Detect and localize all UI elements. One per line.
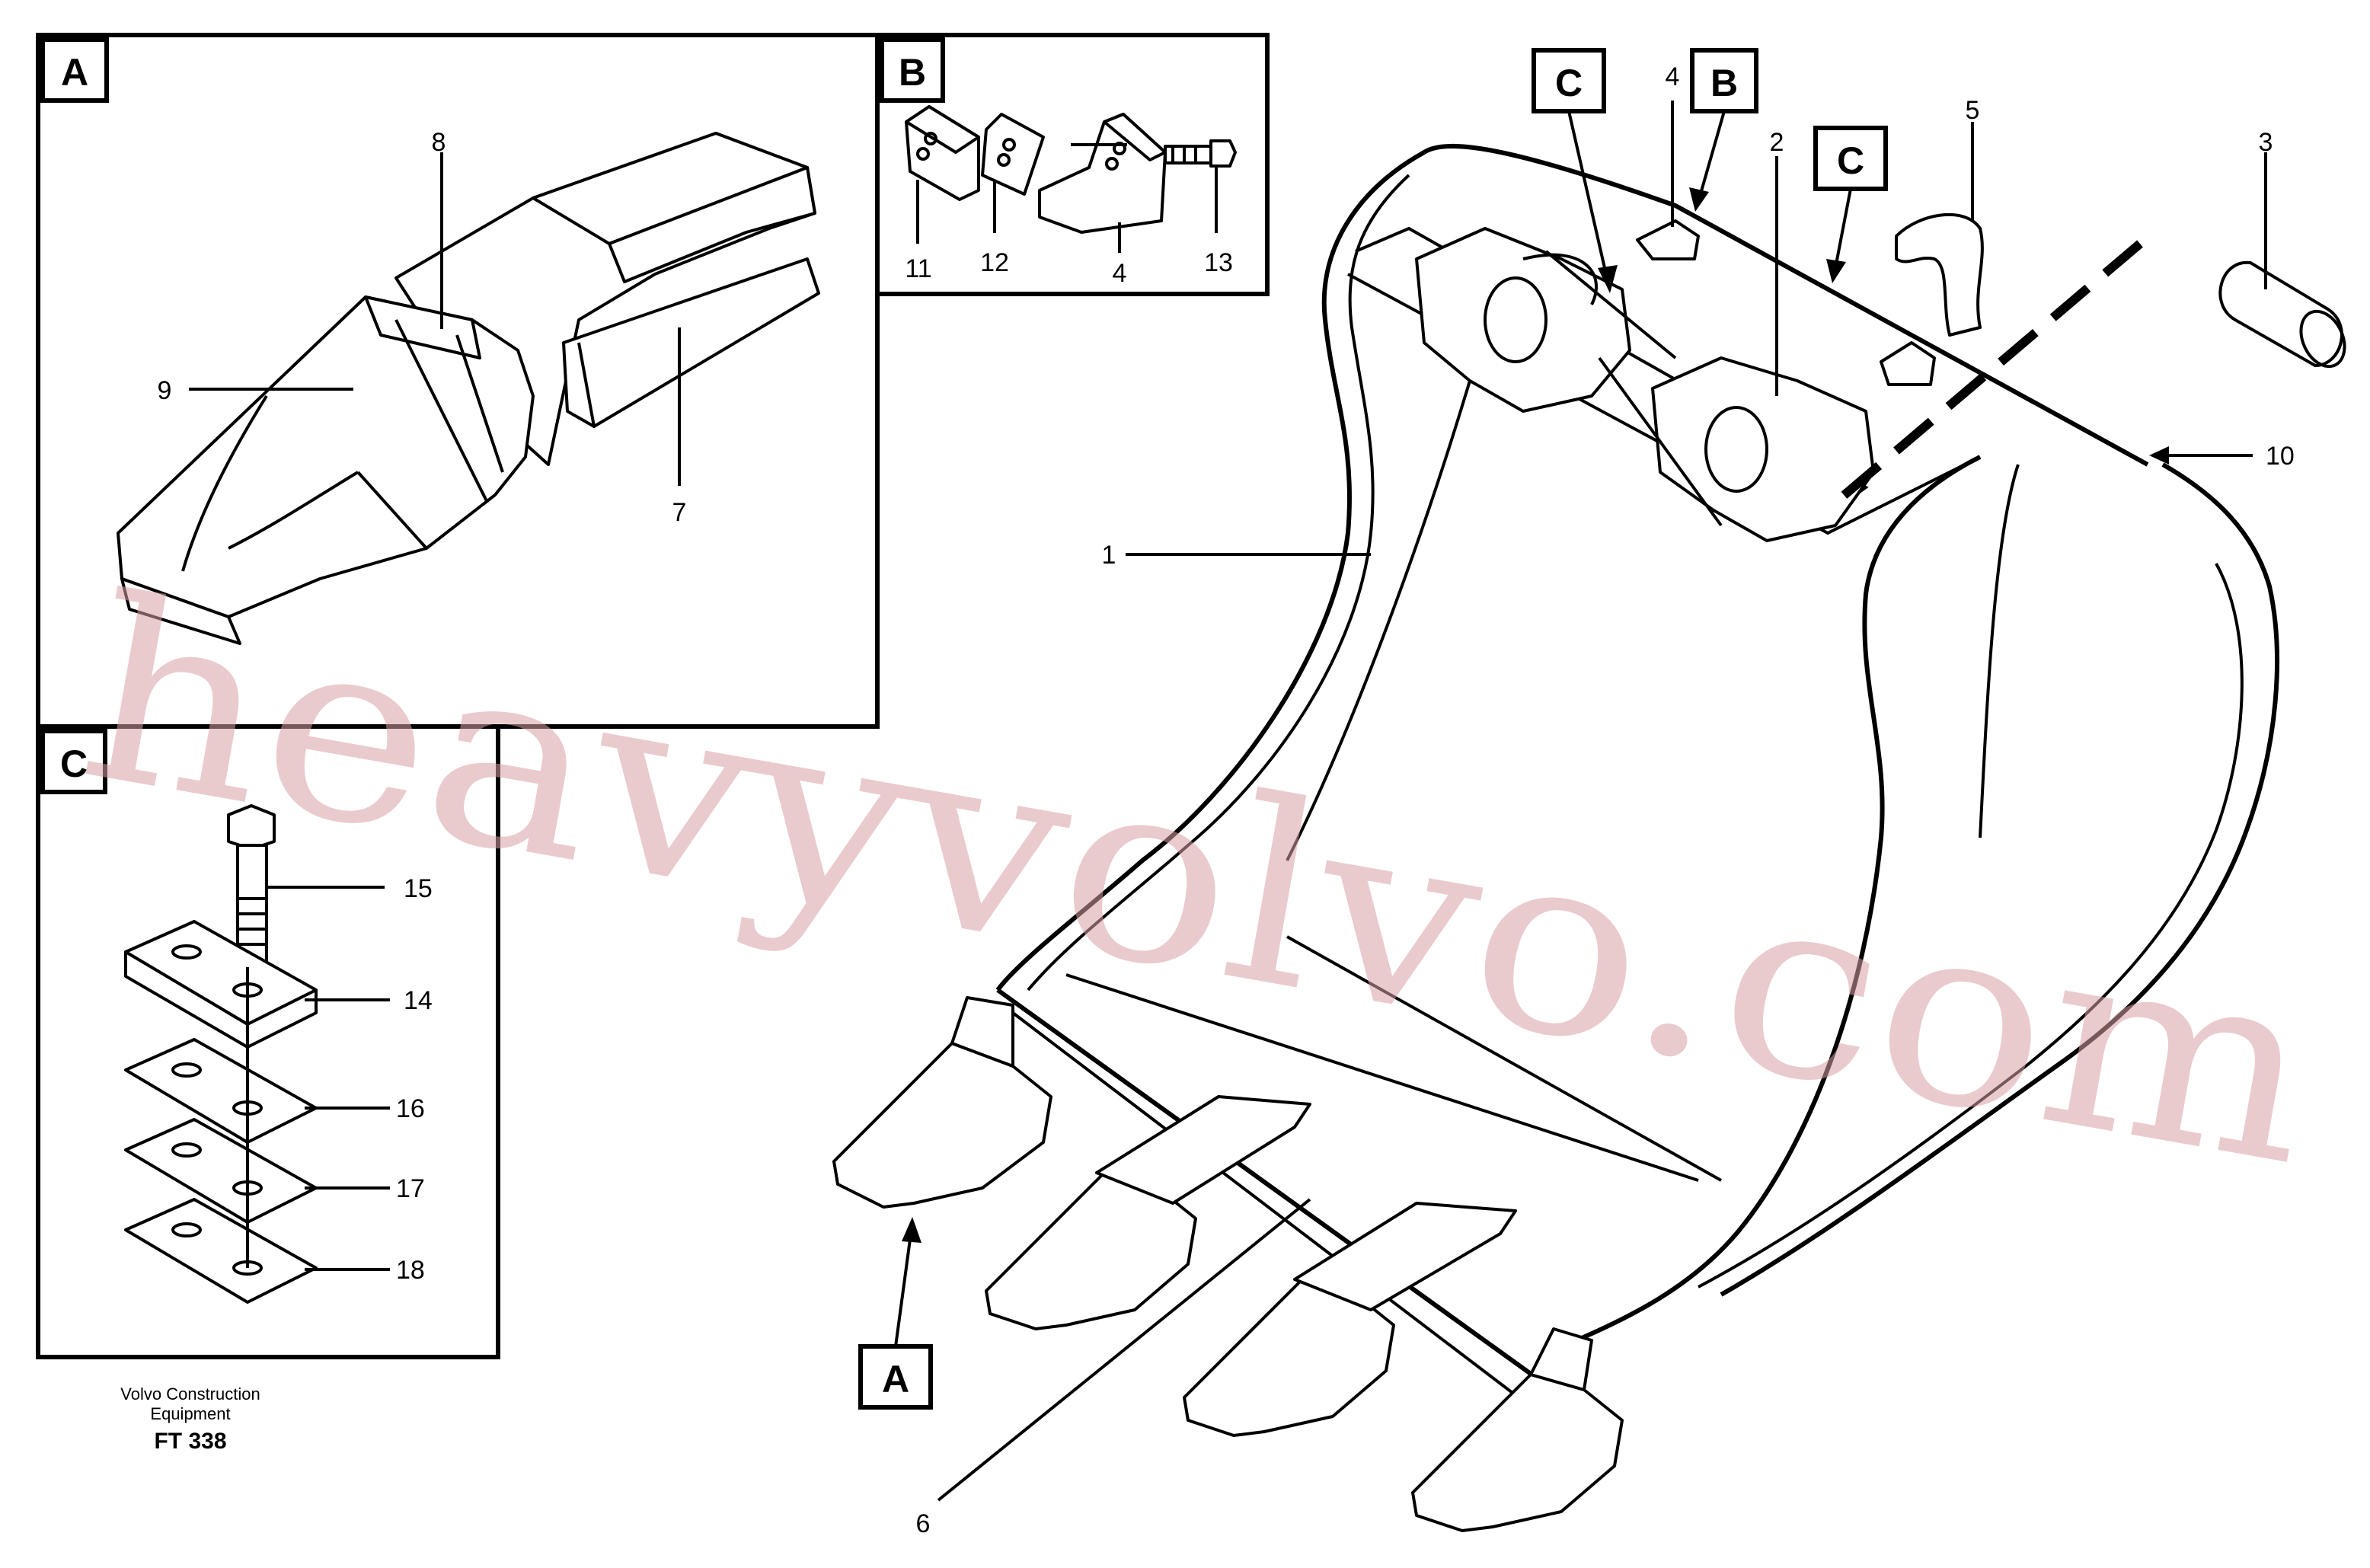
tooth-2 — [985, 1095, 1311, 1330]
panel-c-label-box — [40, 729, 107, 794]
bucket-right-inner-edge — [1575, 455, 1982, 1343]
bucket-top-beam — [1423, 143, 2149, 467]
mounting-lug-left — [1415, 227, 1631, 413]
pin-3 — [2218, 260, 2346, 369]
callout-c-top: C — [1532, 48, 1618, 293]
part-label-17: 17 — [396, 1174, 425, 1203]
part-label-7: 7 — [672, 498, 687, 527]
tooth-4 — [1411, 1327, 1624, 1532]
tooth-9 — [117, 295, 535, 645]
footer-code: FT 338 — [154, 1429, 226, 1454]
shim-16 — [124, 1038, 318, 1144]
footer-company-line2: Equipment — [150, 1404, 230, 1423]
svg-text:C: C — [1837, 139, 1864, 182]
panel-b: B — [875, 33, 1270, 296]
callout-b-top: B — [1689, 48, 1758, 212]
part-label-9: 9 — [158, 376, 172, 405]
callout-a-bottom: A — [858, 1217, 933, 1410]
shim-17 — [124, 1118, 318, 1224]
part-label-11: 11 — [905, 254, 931, 283]
part-label-5: 5 — [1966, 96, 1980, 125]
part-label-2: 2 — [1770, 128, 1784, 157]
bucket-front-lip — [996, 988, 1570, 1404]
bucket-right-side-outer — [1720, 462, 2279, 1297]
panel-b-frame — [875, 33, 1270, 296]
lock-4-main-b — [1880, 341, 1936, 386]
panel-a-label-box — [40, 37, 109, 103]
mounting-lug-right — [1651, 356, 1875, 542]
panel-b-label-box — [880, 37, 945, 103]
part-label-18: 18 — [396, 1256, 425, 1285]
footer-company-line1: Volvo Construction — [120, 1384, 260, 1404]
lock-4 — [1038, 113, 1167, 234]
part-label-15: 15 — [404, 874, 433, 903]
leader-6 — [937, 1198, 1311, 1502]
bolt-15 — [227, 804, 276, 969]
part-label-16: 16 — [396, 1094, 425, 1123]
part-label-4-b: 4 — [1113, 259, 1127, 288]
bolt-13 — [1164, 139, 1237, 168]
pin-axis — [1832, 240, 2143, 506]
panel-a-label: A — [61, 51, 88, 94]
part-label-3: 3 — [2259, 128, 2273, 157]
bucket-left-side-outer — [995, 150, 1426, 992]
part-label-13: 13 — [1204, 248, 1233, 277]
panel-c-label: C — [60, 742, 88, 785]
shim-18 — [124, 1198, 318, 1304]
svg-text:A: A — [882, 1358, 909, 1400]
svg-text:C: C — [1555, 62, 1583, 104]
footer: Volvo Construction Equipment FT 338 — [120, 1384, 260, 1454]
panel-a: A 8 9 7 — [36, 33, 880, 729]
part-label-10: 10 — [2266, 442, 2295, 471]
block-11 — [905, 105, 980, 201]
panel-c-frame — [36, 724, 500, 1359]
part-label-12: 12 — [980, 248, 1009, 277]
panel-c: C — [36, 724, 500, 1359]
part-label-8: 8 — [432, 128, 446, 157]
tooth-1 — [832, 996, 1052, 1209]
part-label-6: 6 — [916, 1509, 931, 1538]
panel-b-label: B — [899, 51, 926, 94]
part-label-1: 1 — [1102, 541, 1116, 570]
washer-14 — [124, 920, 318, 1049]
bucket-main: 1 2 3 4 5 6 10 — [832, 62, 2346, 1538]
part-label-4: 4 — [1666, 62, 1680, 91]
arrow-10 — [2149, 446, 2169, 465]
tooth-row — [832, 996, 1624, 1532]
part-label-14: 14 — [404, 986, 433, 1015]
callout-c-mid: C — [1813, 126, 1888, 283]
tooth-3 — [1183, 1202, 1517, 1437]
svg-text:B: B — [1710, 62, 1738, 104]
plate-12 — [981, 113, 1045, 196]
hook-5 — [1895, 212, 1984, 337]
lock-4-main — [1636, 219, 1700, 260]
